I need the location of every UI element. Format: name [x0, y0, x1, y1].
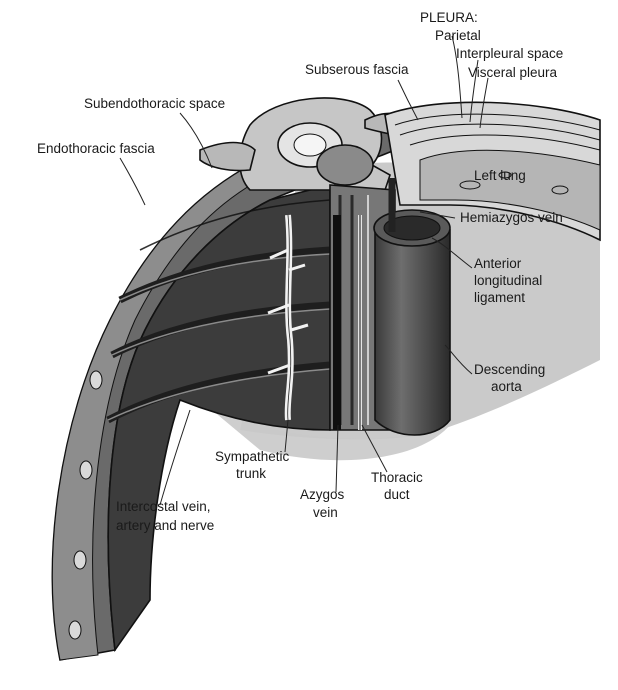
label-thoracic-duct-2: duct — [384, 487, 410, 502]
label-descending-aorta-1: Descending — [474, 362, 545, 377]
descending-aorta — [373, 209, 451, 436]
label-endothoracic-fascia: Endothoracic fascia — [37, 141, 155, 156]
chest-wall — [51, 108, 421, 661]
label-left-lung: Left lung — [474, 168, 526, 183]
label-sympathetic-trunk-1: Sympathetic — [215, 449, 290, 464]
leader-lines — [119, 35, 489, 506]
label-parietal: Parietal — [435, 28, 481, 43]
label-azygos-vein-1: Azygos — [300, 487, 345, 502]
label-visceral-pleura: Visceral pleura — [468, 65, 558, 80]
label-azygos-vein-2: vein — [313, 505, 338, 520]
label-interpleural-space: Interpleural space — [456, 46, 563, 61]
label-subserous-fascia: Subserous fascia — [305, 62, 409, 77]
label-anterior-longitudinal-ligament-2: longitudinal — [474, 273, 542, 288]
sympathetic-trunk — [267, 214, 309, 421]
label-thoracic-duct-1: Thoracic — [371, 470, 423, 485]
label-subendothoracic-space: Subendothoracic space — [84, 96, 225, 111]
label-anterior-longitudinal-ligament-1: Anterior — [474, 256, 522, 271]
azygos-and-duct — [333, 215, 362, 430]
label-intercostal-2: artery and nerve — [116, 518, 214, 533]
left-lung-region — [384, 101, 601, 242]
label-descending-aorta-2: aorta — [491, 379, 522, 394]
label-hemiazygos-vein: Hemiazygos vein — [460, 210, 563, 225]
labels: PLEURA: Parietal Interpleural space Visc… — [37, 10, 563, 533]
label-sympathetic-trunk-2: trunk — [236, 466, 266, 481]
label-pleura-heading: PLEURA: — [420, 10, 478, 25]
intercostal-vessels-edge — [68, 370, 103, 640]
label-intercostal-1: Intercostal vein, — [116, 499, 211, 514]
label-anterior-longitudinal-ligament-3: ligament — [474, 290, 525, 305]
